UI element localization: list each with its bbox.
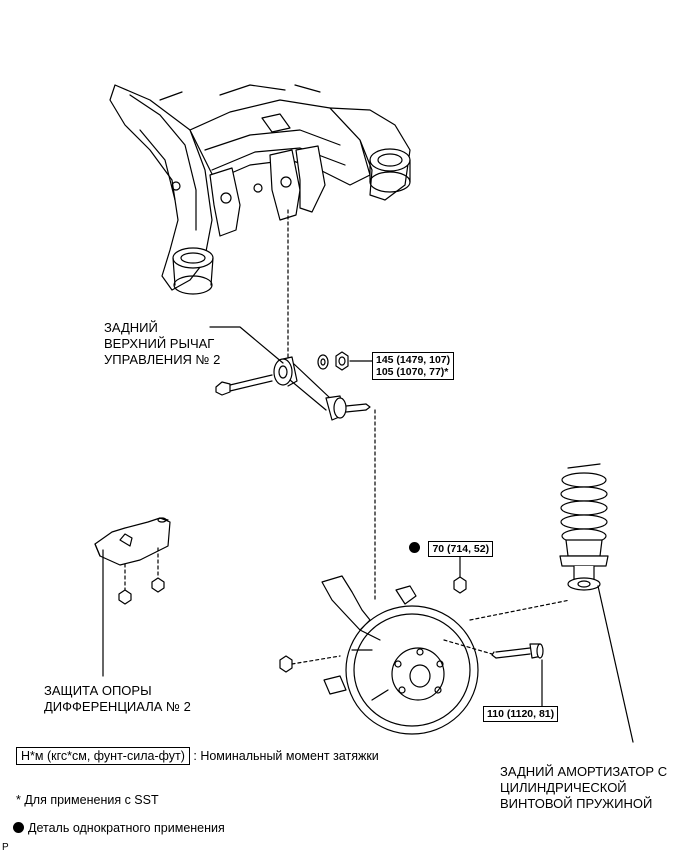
knuckle-nut-torque: 70 (714, 52) — [409, 539, 494, 557]
shock-lower-bolt — [491, 643, 544, 659]
arm-nut-torque-box: 145 (1479, 107) 105 (1070, 77)* — [372, 352, 455, 380]
rear-axle-knuckle — [321, 575, 479, 735]
single-use-dot-icon — [13, 822, 24, 833]
knuckle-nut — [453, 576, 467, 594]
upper-arm-label: ЗАДНИЙ ВЕРХНИЙ РЫЧАГ УПРАВЛЕНИЯ № 2 — [104, 320, 221, 367]
legend-single-use: Деталь однократного применения — [13, 820, 225, 836]
legend-sst: * Для применения с SST — [16, 793, 159, 807]
legend-units: Н*м (кгс*см, фунт-сила-фут) : Номинальны… — [16, 747, 379, 765]
shock-label: ЗАДНИЙ АМОРТИЗАТОР С ЦИЛИНДРИЧЕСКОЙ ВИНТ… — [500, 764, 668, 811]
single-use-dot-icon — [409, 542, 420, 553]
diff-support-guard — [94, 517, 171, 605]
corner-mark: P — [2, 842, 9, 853]
diff-guard-label: ЗАЩИТА ОПОРЫ ДИФФЕРЕНЦИАЛА № 2 — [44, 683, 191, 714]
lower-nut — [279, 655, 293, 673]
shock-absorber-coil-spring — [559, 463, 609, 591]
shock-leader — [597, 585, 634, 743]
rear-subframe — [109, 84, 411, 295]
upper-control-arm — [215, 351, 371, 421]
arm-leader — [209, 326, 284, 364]
shock-bolt-torque-box: 110 (1120, 81) — [483, 706, 559, 722]
